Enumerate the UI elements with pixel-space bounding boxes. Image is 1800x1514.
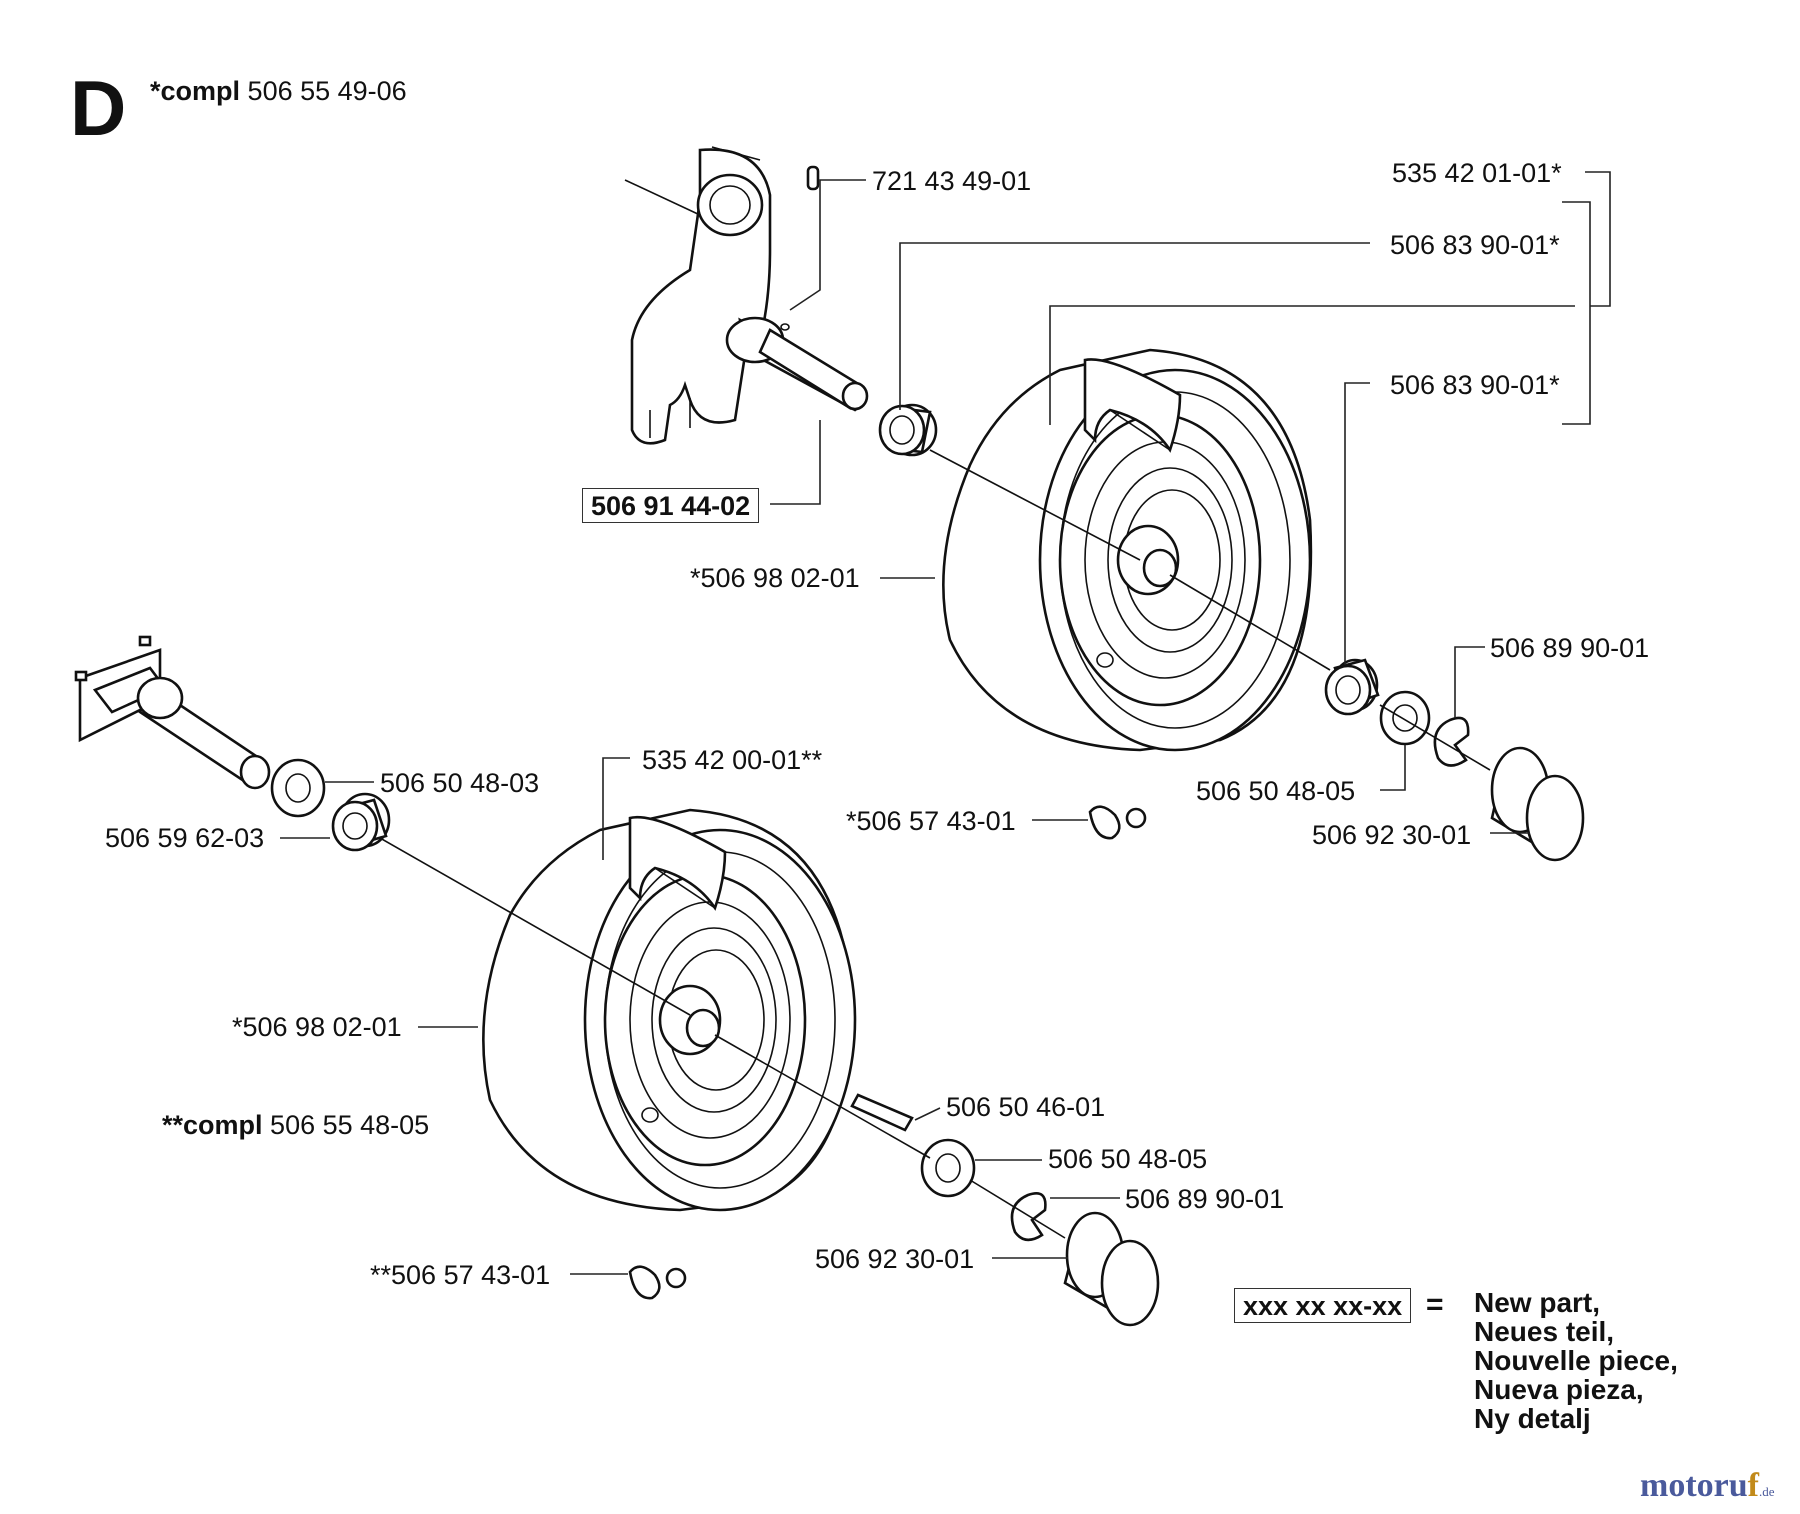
callout-label-new-part: 506 91 44-02: [582, 488, 760, 523]
callout-label: *506 98 02-01: [232, 1012, 402, 1042]
top-bushing-inner: [878, 403, 938, 457]
top-washer: [1379, 690, 1431, 746]
bottom-axle-shaft: [136, 676, 271, 790]
top-axle-shaft: [725, 316, 869, 412]
bottom-key: [850, 1093, 914, 1132]
legend-line: Nueva pieza,: [1474, 1374, 1644, 1405]
top-axle-bracket: [624, 146, 772, 445]
top-pin: [806, 165, 820, 191]
watermark-main: motoru: [1640, 1467, 1748, 1504]
top-valve-clip: [1088, 805, 1147, 840]
legend-line: Neues teil,: [1474, 1316, 1615, 1347]
bottom-washer-outer: [920, 1138, 976, 1198]
bottom-assembly-header: **compl 506 55 48-05: [162, 1110, 429, 1140]
callout-label: 506 92 30-01: [1312, 820, 1472, 850]
legend-line: New part,: [1474, 1287, 1601, 1318]
callout-label: 506 89 90-01: [1490, 633, 1650, 663]
callout-label: *506 98 02-01: [690, 563, 860, 593]
legend-line: Nouvelle piece,: [1474, 1345, 1678, 1376]
top-assembly-number: 506 55 49-06: [247, 76, 407, 106]
top-hub-cap: [1490, 746, 1585, 862]
section-letter: D: [70, 64, 127, 152]
callout-label: 535 42 01-01*: [1392, 158, 1562, 188]
bottom-explode-axis: [379, 837, 691, 1016]
leader-lines: [280, 171, 1611, 1275]
legend-line: Ny detalj: [1474, 1403, 1591, 1434]
callout-label: 506 50 48-05: [1048, 1144, 1208, 1174]
bottom-axle-bracket: [74, 635, 168, 743]
callout-label: 506 59 62-03: [105, 823, 265, 853]
callout-label: 506 92 30-01: [815, 1244, 975, 1274]
watermark-accent: f: [1747, 1467, 1759, 1504]
callout-label: 506 83 90-01*: [1390, 370, 1560, 400]
callout-label: **506 57 43-01: [370, 1260, 551, 1290]
bottom-wheel: [482, 808, 857, 1212]
watermark-logo: motoruf.de: [1640, 1468, 1775, 1510]
legend-key-box: xxx xx xx-xx: [1234, 1288, 1412, 1323]
callout-label: 506 89 90-01: [1125, 1184, 1285, 1214]
bottom-assembly-number: 506 55 48-05: [270, 1110, 430, 1140]
bottom-hub-cap: [1063, 1211, 1160, 1327]
top-assembly-header: *compl 506 55 49-06: [150, 76, 407, 106]
callout-label: 506 50 48-03: [380, 768, 540, 798]
callout-label: 506 50 46-01: [946, 1092, 1106, 1122]
legend-equals: =: [1426, 1288, 1444, 1321]
callout-label: 506 50 48-05: [1196, 776, 1356, 806]
bottom-bushing: [331, 792, 391, 852]
bottom-valve-clip: [628, 1265, 687, 1300]
top-bushing-outer: [1324, 658, 1380, 716]
callout-label: 721 43 49-01: [872, 166, 1032, 196]
watermark-suffix: .de: [1758, 1484, 1775, 1499]
legend-text: New part, Neues teil, Nouvelle piece, Nu…: [1474, 1288, 1678, 1433]
top-explode-axis: [929, 449, 1141, 561]
callout-label: *506 57 43-01: [846, 806, 1016, 836]
top-circlip: [1433, 716, 1470, 767]
bottom-assembly-prefix: **compl: [162, 1110, 263, 1140]
callout-label: 506 83 90-01*: [1390, 230, 1560, 260]
bottom-washer-inner: [270, 758, 326, 818]
callout-label: 535 42 00-01**: [642, 745, 823, 775]
top-assembly-prefix: *compl: [150, 76, 241, 106]
top-wheel: [942, 348, 1313, 752]
